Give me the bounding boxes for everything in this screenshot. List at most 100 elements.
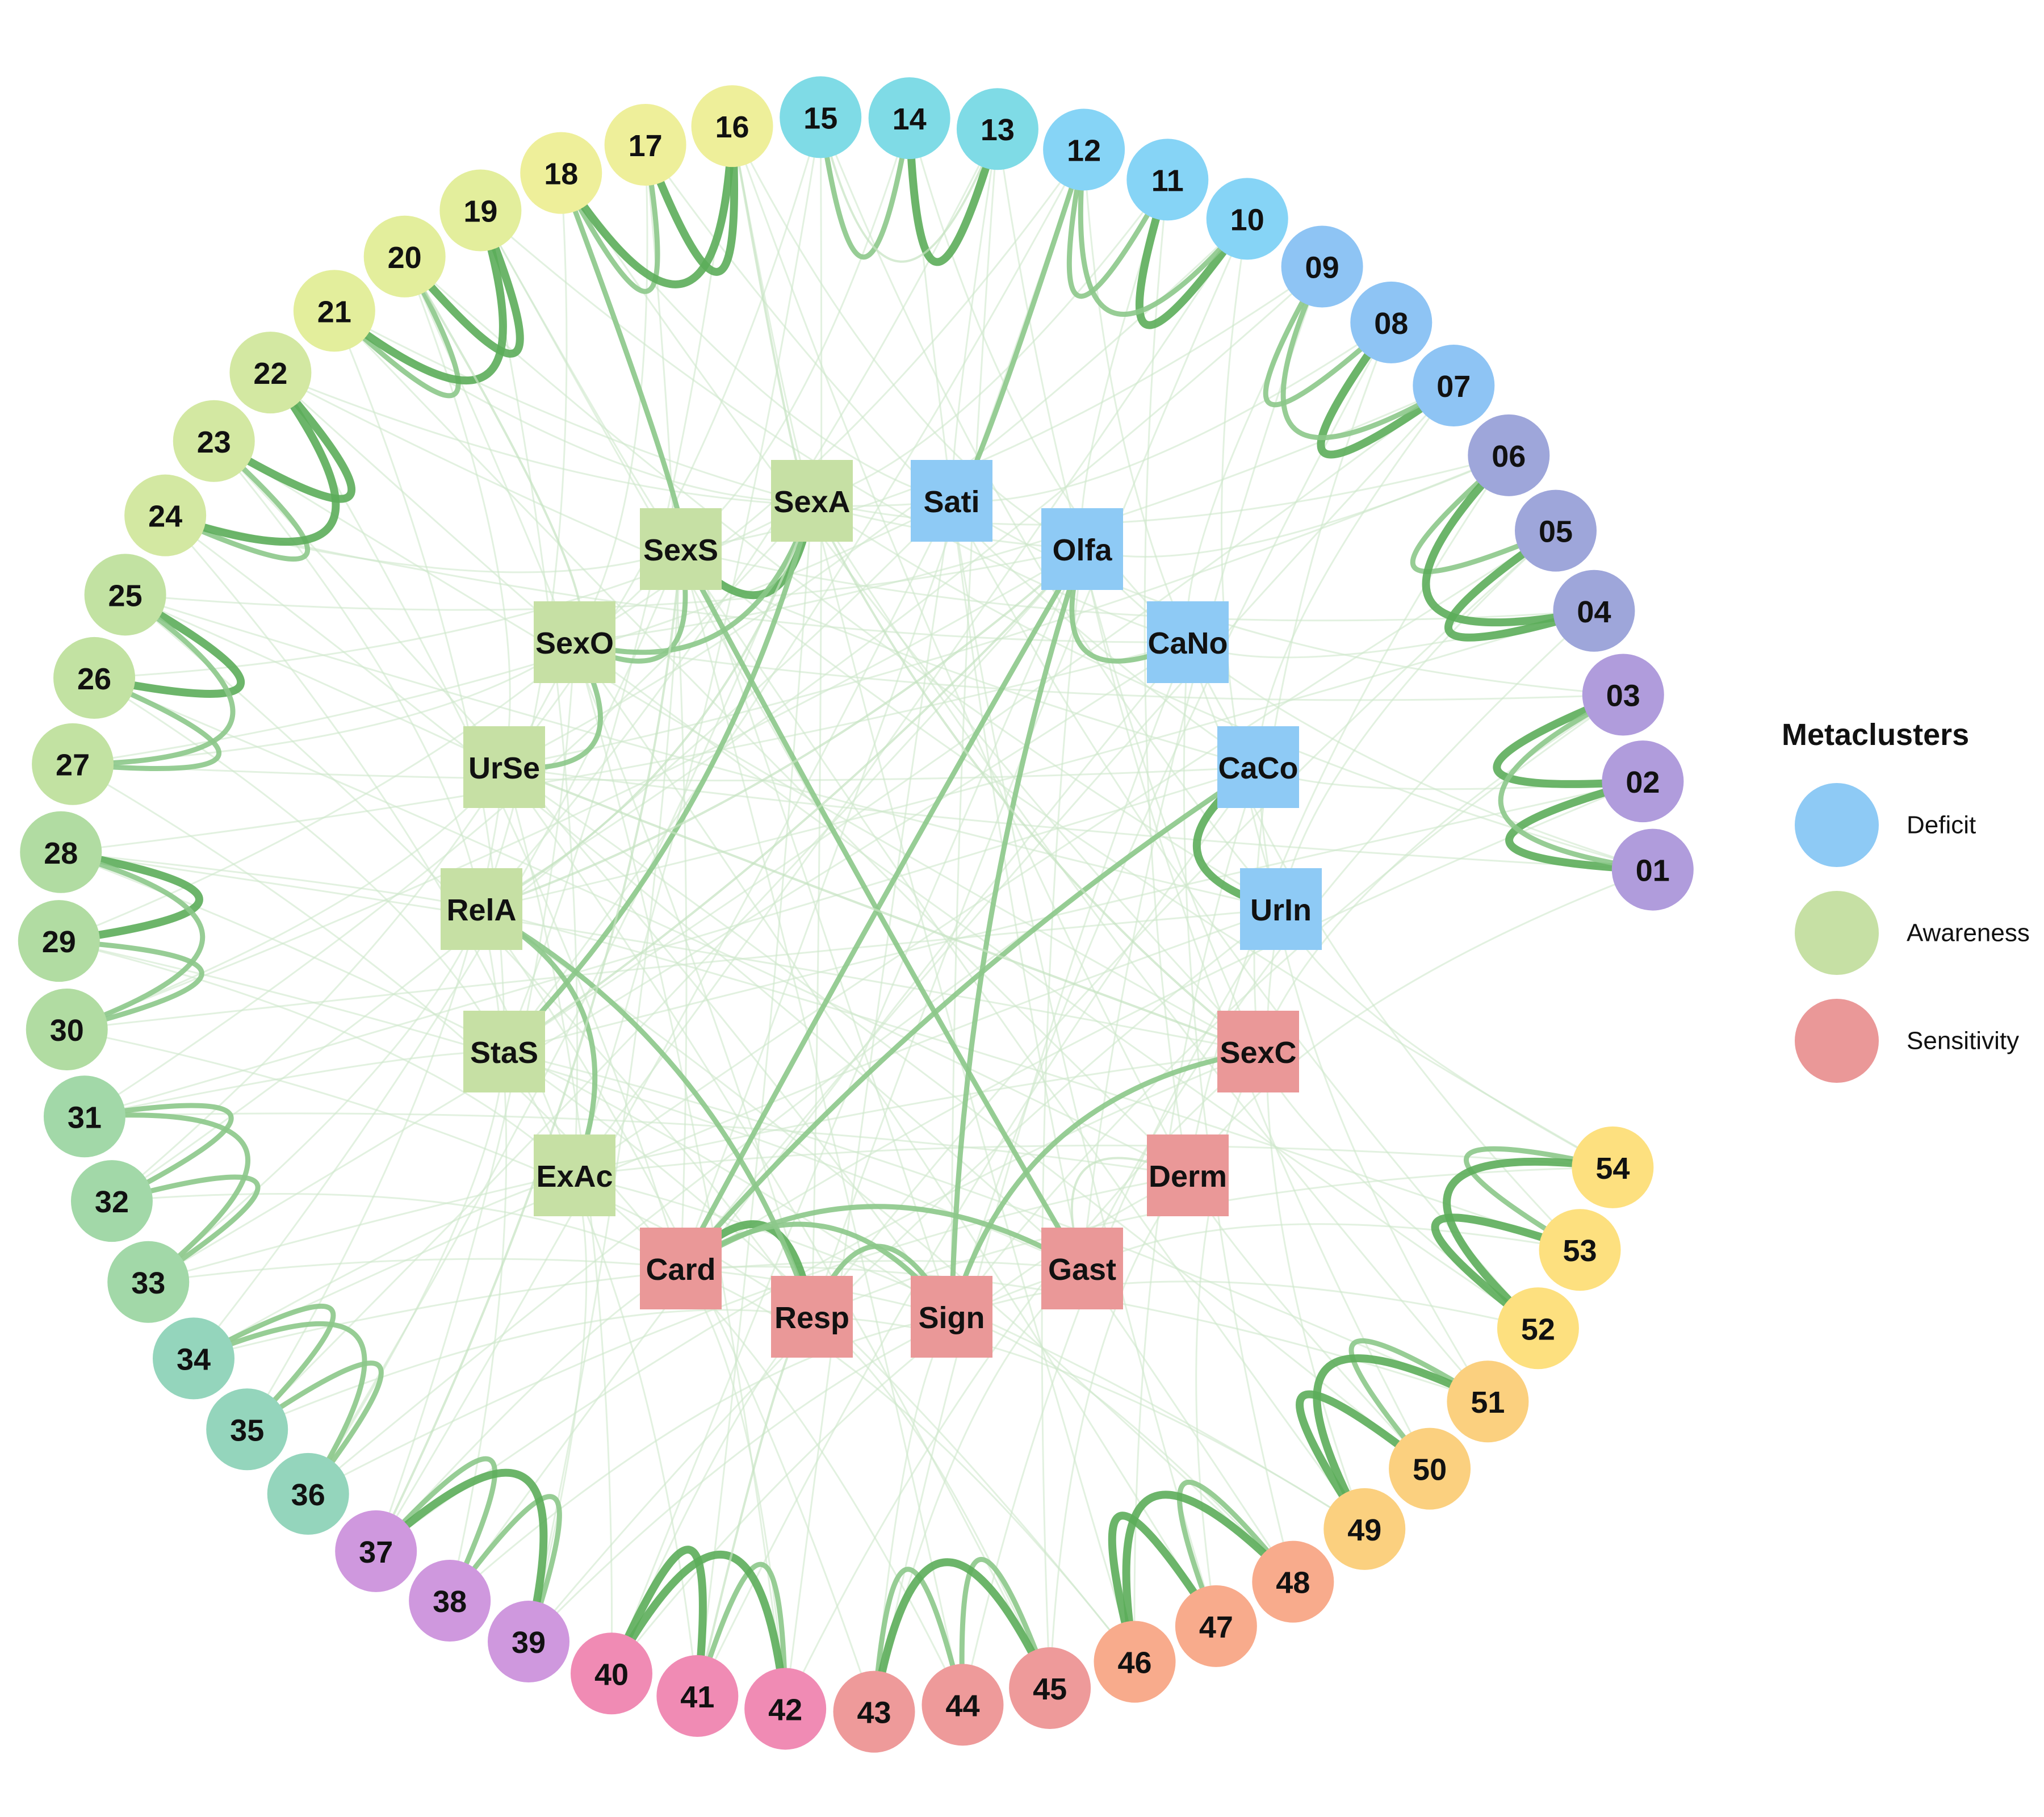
inner-node-square: [463, 726, 545, 808]
edge-ExAc-15: [573, 117, 822, 1176]
outer-node-15: 15: [780, 76, 862, 158]
outer-node-label: 54: [1595, 1152, 1630, 1186]
outer-node-49: 49: [1323, 1488, 1406, 1570]
outer-node-50: 50: [1389, 1427, 1471, 1510]
edge-Derm-11: [1144, 179, 1189, 1176]
edge-SexA-21: [334, 310, 812, 502]
edge-CaCo-22: [270, 371, 1259, 768]
inner-node-label: Card: [646, 1253, 715, 1287]
legend-label: Sensitivity: [1907, 1027, 2019, 1055]
outer-node-08: 08: [1350, 281, 1433, 363]
outer-node-label: 48: [1276, 1566, 1310, 1600]
outer-node-circle: [1553, 570, 1635, 652]
outer-node-circle: [1175, 1585, 1257, 1667]
edge-RelA-09: [481, 266, 1323, 910]
outer-node-53: 53: [1539, 1209, 1621, 1291]
edge-ExAc-54: [574, 1144, 1613, 1177]
inner-node-square: [534, 1134, 615, 1216]
inner-node-caco: CaCo: [1217, 726, 1299, 808]
edge-SexS-44: [680, 549, 964, 1705]
edge-46-47: [1108, 1512, 1220, 1663]
inner-node-sexs: SexS: [640, 508, 722, 590]
inner-node-label: Gast: [1048, 1253, 1116, 1287]
outer-node-40: 40: [571, 1632, 653, 1715]
outer-node-label: 39: [512, 1626, 546, 1660]
outer-node-circle: [1572, 1126, 1654, 1208]
outer-node-20: 20: [363, 215, 446, 298]
edge-UrSe-15: [503, 116, 822, 768]
outer-node-circle: [206, 1388, 288, 1471]
outer-node-circle: [1094, 1621, 1176, 1703]
inner-node-square: [771, 460, 853, 542]
outer-node-label: 36: [291, 1478, 325, 1512]
outer-node-circle: [1468, 414, 1550, 496]
outer-node-22: 22: [229, 332, 312, 414]
outer-node-03: 03: [1582, 654, 1664, 736]
outer-node-label: 51: [1471, 1385, 1505, 1420]
edge-UrIn-15: [819, 116, 1282, 910]
edge-SexC-13: [996, 129, 1259, 1052]
edge-CaCo-31: [84, 766, 1259, 1117]
outer-node-24: 24: [124, 474, 207, 556]
inner-node-label: UrIn: [1250, 893, 1312, 927]
outer-node-label: 14: [893, 102, 927, 136]
outer-node-label: 42: [768, 1693, 802, 1727]
inner-nodes-layer: SexASexSSexOUrSeRelAStaSExAcSatiOlfaCaNo…: [441, 460, 1322, 1358]
legend-item-deficit: Deficit: [1795, 783, 1976, 867]
outer-node-label: 52: [1521, 1312, 1555, 1346]
edge-SexC-42: [784, 1050, 1259, 1710]
edge-Resp-35: [246, 1309, 812, 1430]
edge-SexC-03: [1257, 694, 1624, 1052]
outer-node-circle: [520, 132, 602, 214]
outer-node-circle: [691, 85, 773, 168]
outer-node-label: 05: [1539, 515, 1573, 549]
legend-swatch: [1795, 783, 1879, 867]
outer-node-30: 30: [26, 988, 108, 1070]
edge-Sati-52: [950, 500, 1539, 1329]
outer-node-label: 50: [1413, 1453, 1447, 1487]
inner-node-square: [1217, 1011, 1299, 1092]
edge-Sign-SexC: [949, 1049, 1259, 1318]
inner-node-label: Sati: [923, 485, 979, 519]
legend-label: Deficit: [1907, 811, 1976, 839]
edge-SexC-37: [375, 1050, 1259, 1552]
edge-SexA-31: [84, 500, 813, 1117]
edge-22-24: [164, 370, 340, 546]
inner-node-rela: RelA: [441, 868, 522, 950]
inner-node-sexa: SexA: [771, 460, 853, 542]
inner-node-label: ExAc: [536, 1159, 613, 1194]
inner-node-sati: Sati: [911, 460, 992, 542]
edge-UrIn-10: [1220, 219, 1282, 910]
outer-node-label: 09: [1305, 251, 1339, 285]
edge-16-SexA: [731, 125, 813, 503]
edge-11-12: [1066, 149, 1170, 299]
outer-node-circle: [744, 1668, 827, 1750]
edge-19-20: [401, 208, 524, 358]
edge-Olfa-25: [125, 548, 1083, 611]
outer-node-48: 48: [1252, 1540, 1334, 1623]
edge-SexA-16: [731, 125, 813, 501]
outer-node-circle: [1447, 1360, 1529, 1443]
outer-node-46: 46: [1094, 1621, 1176, 1703]
outer-node-circle: [1497, 1287, 1579, 1370]
edge-RelA-18: [480, 173, 568, 910]
outer-node-label: 44: [945, 1689, 979, 1723]
outer-node-23: 23: [173, 400, 255, 482]
edge-SexO-32: [111, 642, 576, 1202]
edge-StaS-12: [503, 149, 1085, 1052]
outer-node-19: 19: [439, 169, 522, 252]
outer-node-45: 45: [1009, 1647, 1091, 1729]
outer-node-label: 26: [77, 662, 111, 696]
edge-50-51: [1348, 1338, 1489, 1471]
outer-node-circle: [70, 1160, 153, 1242]
outer-node-07: 07: [1413, 345, 1495, 427]
inner-node-square: [1217, 726, 1299, 808]
outer-node-circle: [571, 1632, 653, 1715]
edge-52-54: [1443, 1158, 1614, 1332]
edge-Olfa-35: [246, 549, 1083, 1430]
edge-02-03: [1493, 691, 1643, 788]
edge-ExAc-39: [527, 1175, 588, 1642]
edge-SexA-51: [811, 500, 1489, 1402]
edge-16-17: [642, 125, 738, 276]
